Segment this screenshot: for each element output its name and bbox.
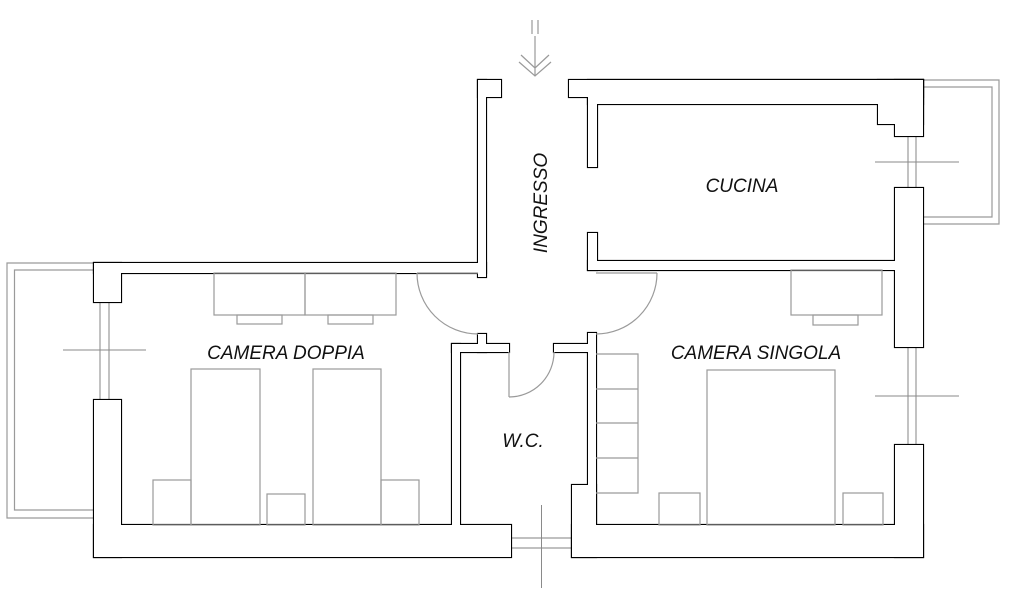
double-bed <box>706 369 836 526</box>
window-wc <box>511 505 572 588</box>
entrance-arrow-icon <box>518 20 552 77</box>
single-bed <box>312 368 382 526</box>
nightstand <box>266 493 306 526</box>
door-camera-doppia <box>416 272 479 335</box>
wardrobe <box>304 272 397 316</box>
furniture-camera-doppia <box>152 272 420 526</box>
room-label-ingresso: INGRESSO <box>531 153 552 254</box>
window-camera-singola <box>875 347 959 445</box>
room-label-camera-doppia: CAMERA DOPPIA <box>207 343 365 364</box>
room-label-camera-singola: CAMERA SINGOLA <box>671 343 841 364</box>
nightstand <box>152 479 192 526</box>
wardrobe <box>790 269 883 316</box>
balcony-right <box>923 79 1000 225</box>
room-label-cucina: CUCINA <box>706 176 779 197</box>
nightstand <box>380 479 420 526</box>
walls <box>92 78 925 559</box>
nightstand <box>658 492 701 526</box>
window-cucina <box>875 136 959 188</box>
wardrobe-base <box>812 314 859 326</box>
room-label-wc: W.C. <box>502 431 544 452</box>
window-camera-doppia <box>63 302 146 400</box>
balcony-left <box>6 262 94 519</box>
wardrobe <box>213 272 306 316</box>
furniture-camera-singola <box>596 269 884 526</box>
door-wc <box>508 351 555 398</box>
shelving <box>596 353 639 494</box>
single-bed <box>190 368 261 526</box>
door-camera-singola <box>595 272 658 335</box>
wardrobe-base <box>236 314 283 325</box>
wardrobe-base <box>327 314 374 325</box>
nightstand <box>842 492 884 526</box>
